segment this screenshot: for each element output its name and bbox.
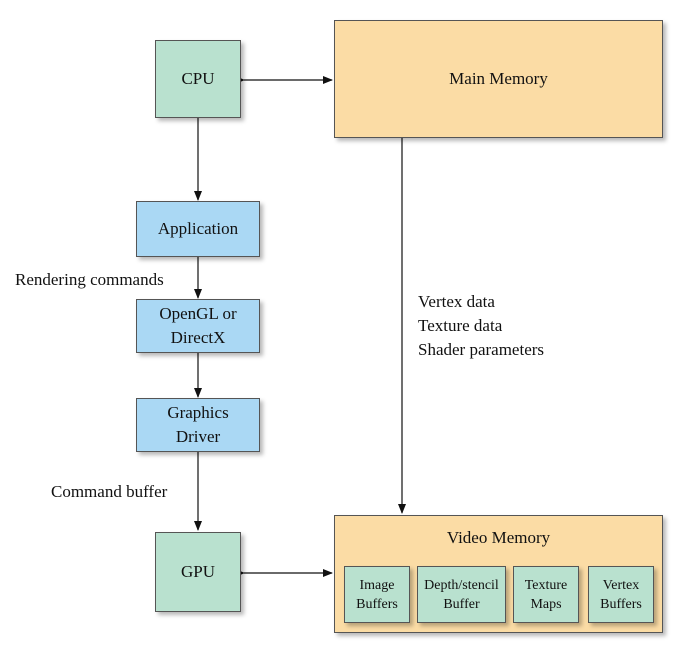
image-buffers-line-1: Image — [359, 577, 395, 593]
video-memory-label: Video Memory — [446, 528, 551, 547]
depth-stencil-line-1: Depth/stencil — [424, 577, 499, 593]
image-buffers-block: Image Buffers — [344, 566, 410, 623]
texture-maps-line-2: Maps — [530, 596, 562, 612]
opengl-label-line-2: DirectX — [170, 328, 226, 347]
vertex-data-label: Vertex data — [418, 292, 495, 311]
texture-data-label: Texture data — [418, 316, 503, 335]
vertex-buffers-line-1: Vertex — [602, 577, 640, 593]
driver-label-line-1: Graphics — [167, 403, 229, 422]
rendering-commands-label: Rendering commands — [15, 270, 164, 289]
opengl-directx-node: OpenGL or DirectX — [136, 299, 260, 353]
graphics-driver-node: Graphics Driver — [136, 398, 260, 452]
gpu-node: GPU — [155, 532, 241, 612]
texture-maps-line-1: Texture — [524, 577, 568, 593]
depth-stencil-buffer-block: Depth/stencil Buffer — [417, 566, 506, 623]
memory-transfer-labels: Vertex data Texture data Shader paramete… — [418, 290, 544, 362]
vertex-buffers-line-2: Buffers — [600, 596, 642, 612]
video-memory-node: Video Memory Image Buffers Depth/stencil… — [334, 515, 663, 633]
application-label: Application — [157, 219, 239, 238]
gpu-label: GPU — [180, 562, 215, 581]
texture-maps-block: Texture Maps — [513, 566, 579, 623]
command-buffer-label: Command buffer — [51, 482, 168, 501]
cpu-node: CPU — [155, 40, 241, 118]
main-memory-label: Main Memory — [449, 69, 548, 88]
cpu-label: CPU — [181, 69, 215, 88]
opengl-label-line-1: OpenGL or — [159, 304, 237, 323]
shader-parameters-label: Shader parameters — [418, 340, 545, 359]
main-memory-node: Main Memory — [334, 20, 663, 138]
application-node: Application — [136, 201, 260, 257]
depth-stencil-line-2: Buffer — [443, 596, 480, 612]
image-buffers-line-2: Buffers — [356, 596, 398, 612]
vertex-buffers-block: Vertex Buffers — [588, 566, 654, 623]
driver-label-line-2: Driver — [175, 427, 221, 446]
